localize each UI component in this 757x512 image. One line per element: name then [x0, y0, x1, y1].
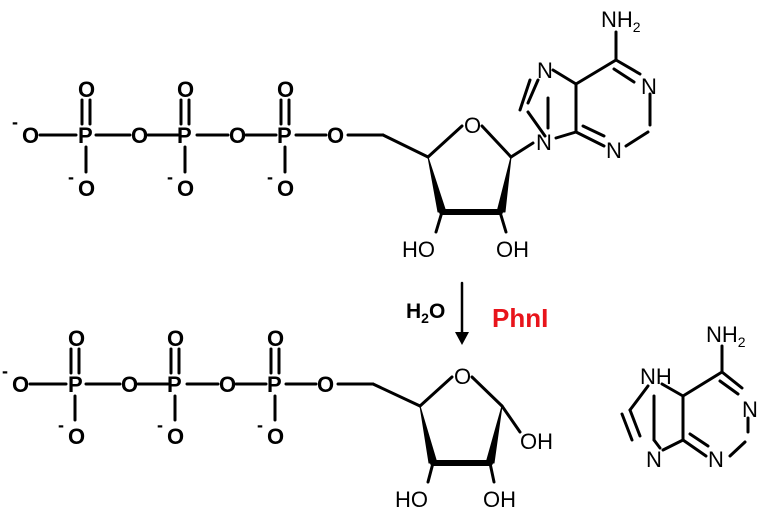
charge-minus: -	[12, 112, 18, 132]
hydroxyl-label: HO	[395, 487, 428, 512]
bond	[728, 440, 747, 458]
atom-ring-oxygen: O	[454, 364, 471, 389]
atom-nitrogen: N	[742, 397, 757, 422]
charge-minus: -	[68, 167, 74, 187]
bond	[418, 375, 454, 408]
bond	[660, 382, 685, 398]
atom-nitrogen: N	[646, 447, 662, 472]
bond	[688, 432, 710, 448]
bond	[434, 210, 444, 234]
atom-phosphorus: P	[277, 123, 292, 148]
reactant-molecule: - O P O - O O P O - O O P O - O O O HO O…	[12, 7, 657, 262]
reaction-arrow: H2O PhnI	[406, 281, 548, 345]
bond	[518, 78, 532, 112]
wedge-bond	[485, 405, 503, 464]
atom-oxygen: O	[167, 326, 184, 351]
atom-phosphorus: P	[78, 123, 93, 148]
charge-minus: -	[58, 415, 64, 435]
hydroxyl-label: HO	[402, 237, 435, 262]
bond	[480, 124, 513, 159]
atom-oxygen: O	[78, 77, 95, 102]
product-ribose-triphosphate: - O P O - O O P O - O O P O - O O O OH H…	[2, 326, 553, 512]
product-adenine: NH N N N NH2	[620, 322, 757, 472]
charge-minus: -	[167, 167, 173, 187]
bond	[612, 67, 636, 84]
bond	[426, 461, 435, 484]
atom-oxygen: O	[68, 424, 85, 449]
atom-nh: NH	[640, 364, 672, 389]
atom-oxygen: O	[22, 123, 39, 148]
bond	[614, 58, 642, 76]
bond	[470, 375, 504, 408]
atom-oxygen: O	[267, 424, 284, 449]
atom-oxygen: O	[167, 424, 184, 449]
bond	[574, 58, 618, 86]
atom-oxygen: O	[267, 326, 284, 351]
atom-oxygen: O	[121, 372, 138, 397]
bond	[652, 438, 662, 450]
bond	[624, 130, 650, 148]
bond	[718, 379, 740, 396]
bond	[526, 110, 547, 138]
bond	[551, 68, 578, 86]
amino-group-label: NH2	[601, 7, 641, 35]
bond	[581, 124, 606, 138]
atom-oxygen: O	[277, 176, 294, 201]
bond	[381, 133, 430, 159]
atom-oxygen: O	[219, 372, 236, 397]
charge-minus: -	[267, 167, 273, 187]
bond	[371, 382, 422, 408]
wedge-bond	[496, 156, 512, 213]
bond	[426, 124, 464, 159]
enzyme-label: PhnI	[492, 303, 548, 333]
bond	[554, 130, 578, 140]
bond	[574, 130, 606, 148]
atom-phosphorus: P	[167, 372, 182, 397]
wedge-bond	[427, 156, 447, 213]
bond	[720, 370, 744, 390]
hydroxyl-label: OH	[520, 429, 553, 454]
hydroxyl-label: OH	[496, 237, 529, 262]
atom-oxygen: O	[68, 326, 85, 351]
atom-nitrogen: N	[708, 447, 724, 472]
atom-nitrogen: N	[641, 74, 657, 99]
atom-phosphorus: P	[177, 123, 192, 148]
bond	[681, 438, 708, 458]
bond	[620, 412, 634, 442]
atom-nitrogen: N	[537, 58, 553, 83]
bond	[628, 384, 650, 412]
atom-oxygen: O	[177, 77, 194, 102]
wedge-bond	[419, 405, 438, 464]
atom-oxygen: O	[78, 176, 95, 201]
atom-oxygen: O	[229, 123, 246, 148]
bond	[509, 141, 535, 159]
hydroxyl-label: OH	[483, 487, 516, 512]
atom-oxygen: O	[131, 123, 148, 148]
charge-minus: -	[2, 361, 8, 381]
bond	[500, 404, 522, 434]
amino-group-label: NH2	[706, 322, 746, 350]
atom-oxygen: O	[277, 77, 294, 102]
bond	[628, 408, 642, 438]
atom-nitrogen: N	[536, 130, 552, 155]
atom-oxygen: O	[317, 372, 334, 397]
atom-oxygen: O	[12, 372, 29, 397]
atom-phosphorus: P	[68, 372, 83, 397]
atom-ring-oxygen: O	[464, 113, 481, 138]
atom-oxygen: O	[327, 123, 344, 148]
atom-phosphorus: P	[267, 372, 282, 397]
charge-minus: -	[257, 415, 263, 435]
bond	[526, 78, 540, 105]
bond	[661, 438, 685, 452]
bond	[488, 461, 496, 484]
arrow-head	[455, 332, 469, 345]
bond	[498, 210, 508, 234]
bond	[681, 370, 724, 398]
atom-nitrogen: N	[606, 138, 622, 163]
charge-minus: -	[157, 415, 163, 435]
atom-oxygen: O	[177, 176, 194, 201]
reagent-water: H2O	[406, 300, 445, 326]
